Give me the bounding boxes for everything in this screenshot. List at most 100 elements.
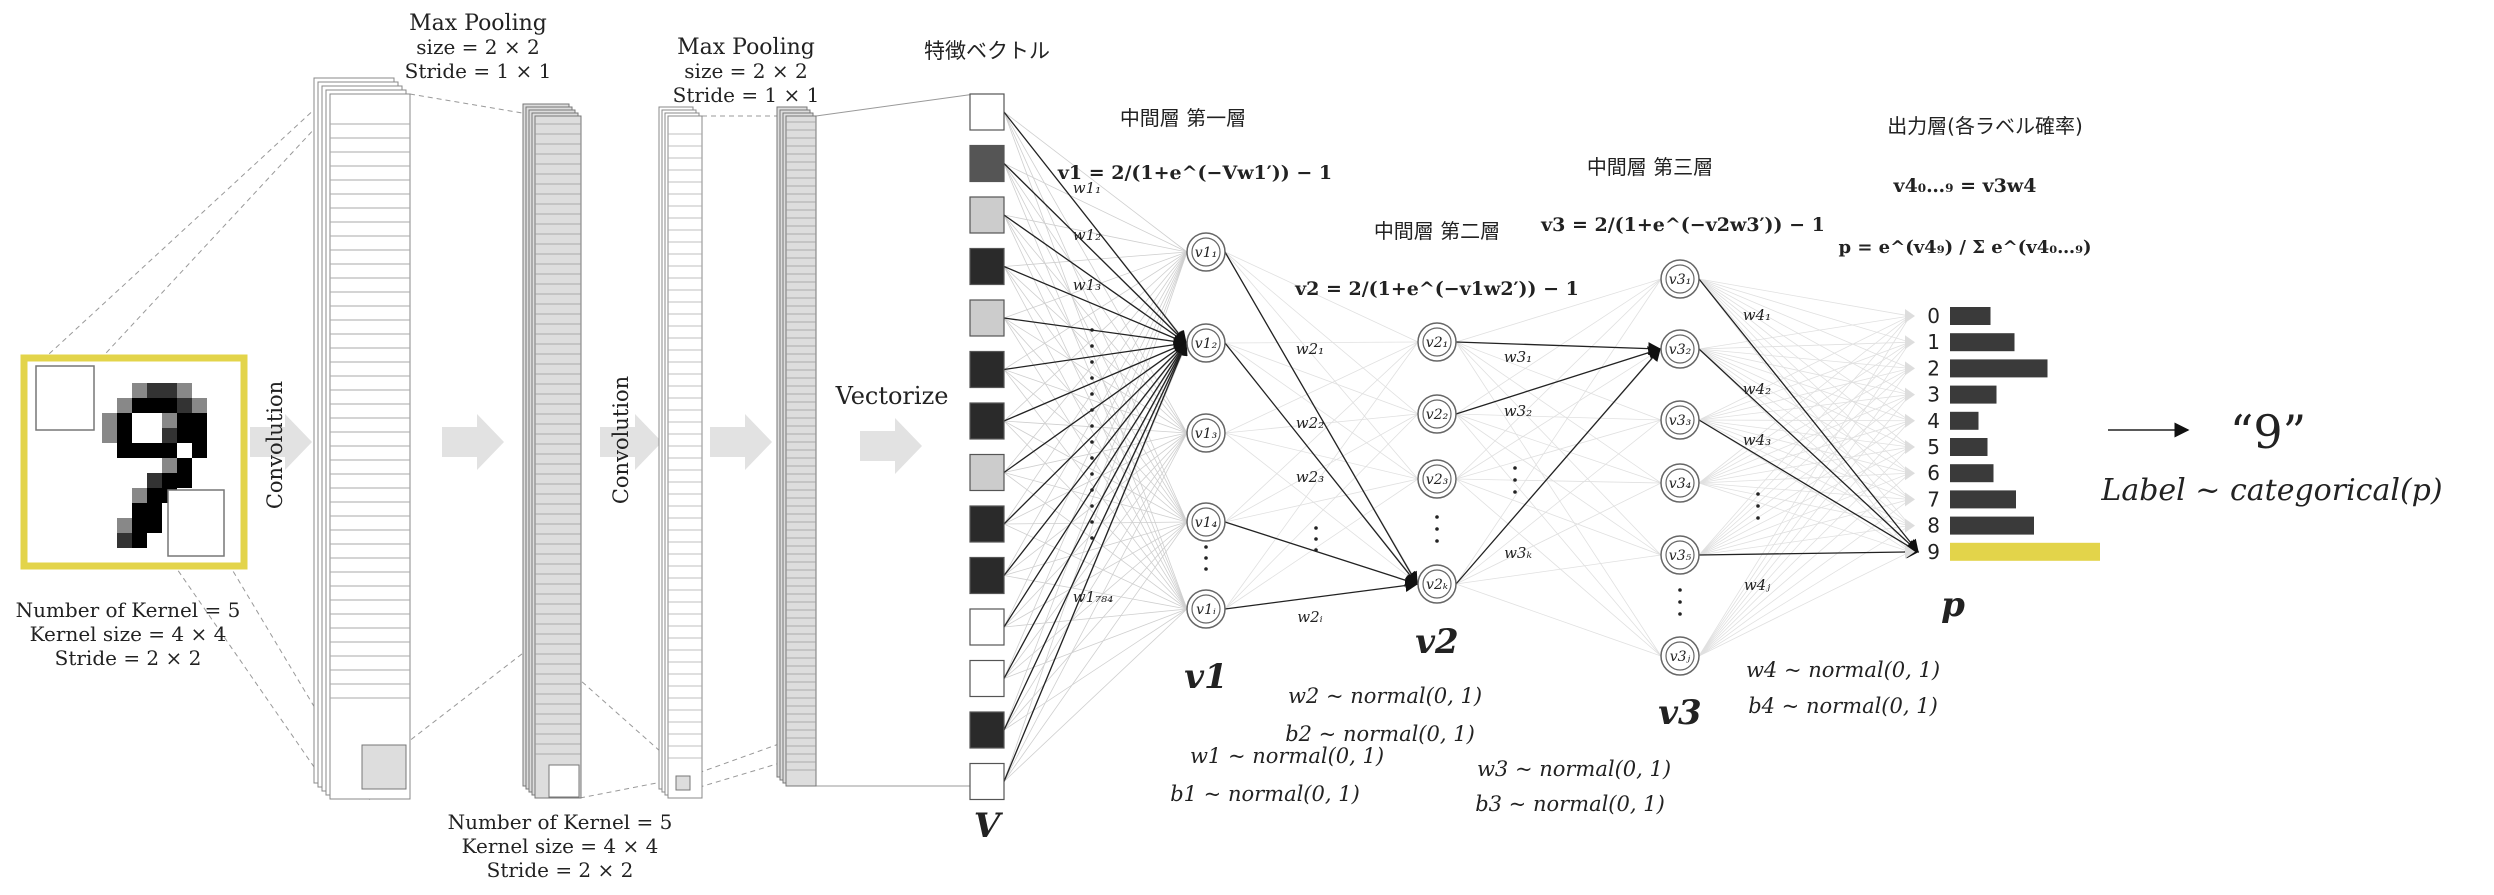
ellipsis-dot bbox=[1090, 424, 1094, 428]
weight-line bbox=[1455, 478, 1662, 556]
projection-line bbox=[167, 555, 331, 791]
weight-line bbox=[1003, 521, 1188, 731]
weight-line bbox=[1698, 472, 1911, 484]
layer2-label: v2 bbox=[1415, 622, 1458, 662]
weight-line bbox=[1003, 523, 1188, 610]
weight-line bbox=[1003, 163, 1188, 523]
weight-line bbox=[1698, 394, 1911, 657]
weight-line bbox=[1224, 341, 1419, 610]
layer3-node-label: v3₅ bbox=[1669, 548, 1692, 564]
weight-line bbox=[1003, 608, 1188, 628]
output-marker bbox=[1905, 335, 1915, 350]
weight-line bbox=[1698, 278, 1911, 526]
projection-line bbox=[689, 759, 791, 791]
connections bbox=[35, 93, 1920, 801]
layer3-node bbox=[1665, 641, 1695, 671]
weight-line bbox=[1003, 521, 1188, 525]
ellipsis-dot bbox=[1090, 328, 1094, 332]
weight-line bbox=[1698, 525, 1911, 556]
input-pixel bbox=[162, 443, 177, 458]
ellipsis-dot bbox=[1678, 600, 1682, 604]
layer1-node bbox=[1191, 237, 1221, 267]
layer1-label: v1 bbox=[1184, 657, 1227, 697]
digit-label: 1 bbox=[1927, 330, 1940, 354]
ellipsis-dot bbox=[1090, 392, 1094, 396]
output-marker bbox=[1905, 361, 1915, 376]
layer1-node-label: v1₂ bbox=[1195, 336, 1218, 352]
weight-line bbox=[1003, 420, 1188, 610]
weight-line bbox=[1224, 478, 1419, 610]
layer3-node-label: v3₄ bbox=[1669, 476, 1692, 492]
weight-line-highlight bbox=[1003, 342, 1188, 474]
weight-line bbox=[1455, 478, 1662, 657]
ellipsis-dot bbox=[1090, 344, 1094, 348]
input-pixel bbox=[117, 518, 132, 533]
layer2-node-label: v2₁ bbox=[1426, 335, 1448, 351]
input-pixel bbox=[132, 503, 147, 518]
weight-line bbox=[1698, 394, 1911, 421]
input-pixel bbox=[162, 473, 177, 488]
layer2-node bbox=[1422, 399, 1452, 429]
weight-line bbox=[1698, 482, 1911, 526]
feature-cell bbox=[969, 299, 1005, 337]
weight-label: w3ₖ bbox=[1504, 544, 1532, 562]
weight-line bbox=[1698, 341, 1911, 421]
weight-line bbox=[1003, 432, 1188, 525]
weight-label: w1₇₈₄ bbox=[1073, 588, 1113, 606]
ellipsis-dot bbox=[1090, 504, 1094, 508]
weight-line bbox=[1003, 432, 1188, 679]
weight-line bbox=[1003, 111, 1188, 523]
weight-line bbox=[1455, 583, 1662, 657]
weight-line bbox=[1455, 554, 1662, 585]
weight-line bbox=[1698, 348, 1911, 395]
input-pixel bbox=[177, 473, 192, 488]
weight-line bbox=[1224, 341, 1419, 434]
weight-line bbox=[1698, 499, 1911, 556]
weight-line bbox=[1698, 348, 1911, 422]
probability-bar bbox=[1950, 490, 2016, 509]
weight-line-highlight bbox=[1003, 265, 1188, 345]
weight-line-highlight bbox=[1455, 348, 1661, 585]
weight-line bbox=[1003, 608, 1188, 731]
input-pixel bbox=[102, 413, 117, 428]
weight-line-highlight bbox=[1003, 341, 1187, 576]
weight-line bbox=[1003, 251, 1188, 576]
probability-bar bbox=[1950, 333, 2015, 352]
layer2-node-label: v2ₖ bbox=[1426, 577, 1448, 593]
weight-line bbox=[1003, 432, 1188, 576]
weight-line bbox=[1003, 251, 1188, 731]
weight-line bbox=[1698, 472, 1911, 556]
layer2-node bbox=[1422, 327, 1452, 357]
weight-line bbox=[1698, 419, 1911, 500]
weight-label: w4₃ bbox=[1743, 431, 1771, 449]
projection-line bbox=[403, 639, 541, 746]
layer3-node bbox=[1665, 334, 1695, 364]
weight-line bbox=[1003, 432, 1188, 473]
feature-cell bbox=[969, 93, 1005, 131]
layer3-title: 中間層 第三層 bbox=[1587, 155, 1713, 179]
weight-line bbox=[1698, 446, 1911, 556]
weight-line bbox=[1698, 315, 1911, 421]
digit-label: 5 bbox=[1927, 435, 1940, 459]
flow-arrow bbox=[600, 414, 662, 470]
projection-line bbox=[815, 93, 976, 117]
weight-line bbox=[1003, 317, 1188, 523]
input-caption: Number of Kernel = 5 bbox=[16, 598, 241, 622]
weight-line bbox=[1224, 251, 1419, 480]
ellipsis-dot bbox=[1090, 488, 1094, 492]
pooled-map bbox=[785, 115, 817, 787]
probability-bar bbox=[1950, 359, 2048, 378]
weight-line-highlight bbox=[1003, 341, 1188, 782]
ellipsis-dot bbox=[1435, 527, 1439, 531]
feature-cell bbox=[969, 711, 1005, 749]
weight-line-highlight bbox=[1224, 342, 1418, 586]
weight-line bbox=[1003, 472, 1188, 523]
weight-line bbox=[1003, 521, 1188, 782]
input-pixel bbox=[162, 398, 177, 413]
input-pixel bbox=[147, 398, 162, 413]
projection-line bbox=[93, 111, 331, 367]
weight-line-highlight bbox=[1224, 521, 1419, 587]
weight-line bbox=[1003, 420, 1188, 523]
weight-line bbox=[1003, 521, 1188, 576]
